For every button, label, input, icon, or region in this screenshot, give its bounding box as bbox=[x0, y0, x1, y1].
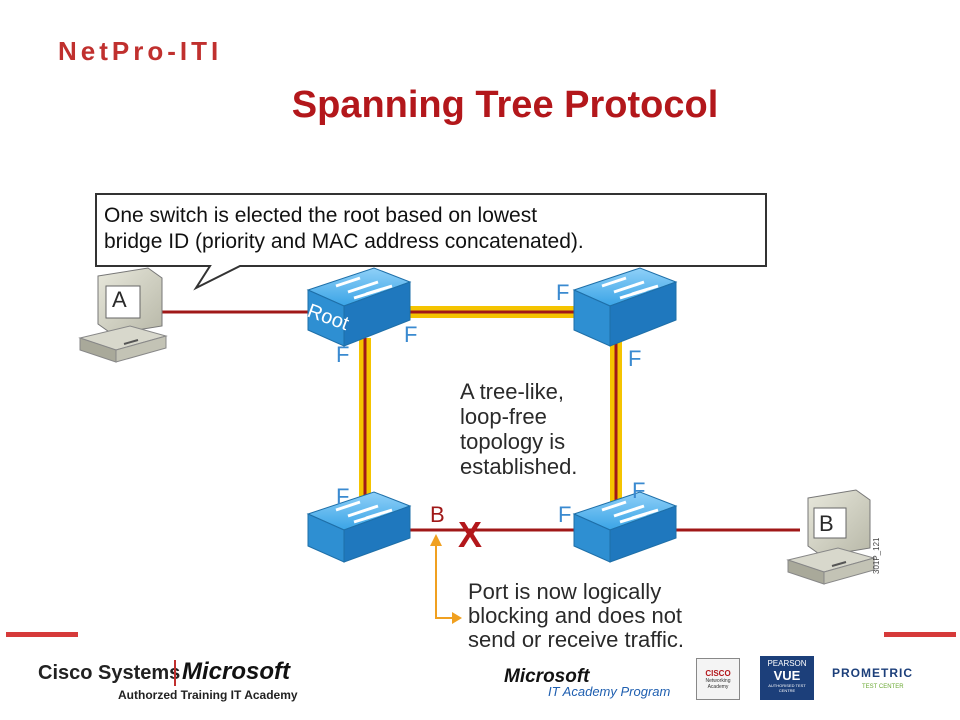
prometric-logo: PROMETRIC bbox=[832, 666, 913, 680]
callout-box bbox=[95, 193, 767, 291]
port-label-blocking: B bbox=[430, 502, 445, 527]
note-tree-line: topology is bbox=[460, 429, 566, 454]
blocking-port-arrow bbox=[430, 534, 462, 624]
switch-bottom-left bbox=[306, 491, 412, 563]
note-tree-line: loop-free bbox=[460, 404, 547, 429]
port-label-f: F bbox=[404, 322, 418, 347]
pearson-sublabel: AUTHORISED TEST CENTRE bbox=[768, 683, 806, 693]
note-block-line: send or receive traffic. bbox=[468, 627, 685, 652]
switch-root bbox=[306, 267, 412, 347]
footer-ms-logo: Microsoft bbox=[504, 666, 590, 687]
host-a-label: A bbox=[112, 287, 127, 312]
left-accent-bar bbox=[6, 632, 78, 637]
cisco-badge-sublabel: Networking Academy bbox=[705, 678, 731, 690]
note-block-line: blocking and does not bbox=[468, 603, 683, 628]
port-label-f: F bbox=[628, 346, 642, 371]
footer-cisco-systems: Cisco Systems bbox=[38, 662, 181, 684]
prometric-sublabel: TEST CENTER bbox=[862, 684, 904, 690]
computer-icon-host-b bbox=[786, 489, 876, 585]
port-label-f: F bbox=[556, 280, 570, 305]
blocked-port-x-mark: X bbox=[458, 514, 483, 555]
host-b-label: B bbox=[819, 511, 834, 536]
callout-line-1: One switch is elected the root based on … bbox=[104, 204, 538, 227]
note-tree-line: A tree-like, bbox=[460, 379, 564, 404]
port-label-f: F bbox=[632, 478, 646, 503]
footer-divider bbox=[174, 660, 176, 686]
note-tree-line: established. bbox=[460, 454, 578, 479]
pearson-label: PEARSON bbox=[767, 659, 807, 668]
computer-icon-host-a bbox=[78, 267, 168, 363]
footer-microsoft: Microsoft bbox=[182, 658, 290, 685]
callout-line-2: bridge ID (priority and MAC address conc… bbox=[104, 230, 584, 253]
right-accent-bar bbox=[884, 632, 956, 637]
port-label-f: F bbox=[336, 484, 350, 509]
brand-logo-text: NetPro-ITI bbox=[58, 36, 223, 66]
cisco-badge-label: CISCO bbox=[705, 669, 731, 678]
footer-ms-program: IT Academy Program bbox=[548, 684, 671, 699]
pearson-vue-badge: PEARSON VUE AUTHORISED TEST CENTRE bbox=[760, 656, 814, 700]
cisco-academy-badge: CISCO Networking Academy bbox=[696, 658, 740, 700]
port-label-f: F bbox=[336, 342, 350, 367]
port-label-f: F bbox=[558, 502, 572, 527]
figure-id: 301P_121 bbox=[872, 537, 881, 574]
footer-academy-text: Authorzed Training IT Academy bbox=[118, 688, 298, 702]
note-block-line: Port is now logically bbox=[468, 579, 662, 604]
switch-bottom-right bbox=[572, 491, 678, 563]
page-title: Spanning Tree Protocol bbox=[291, 84, 719, 126]
switch-top-right bbox=[572, 267, 678, 347]
vue-label: VUE bbox=[773, 668, 801, 683]
